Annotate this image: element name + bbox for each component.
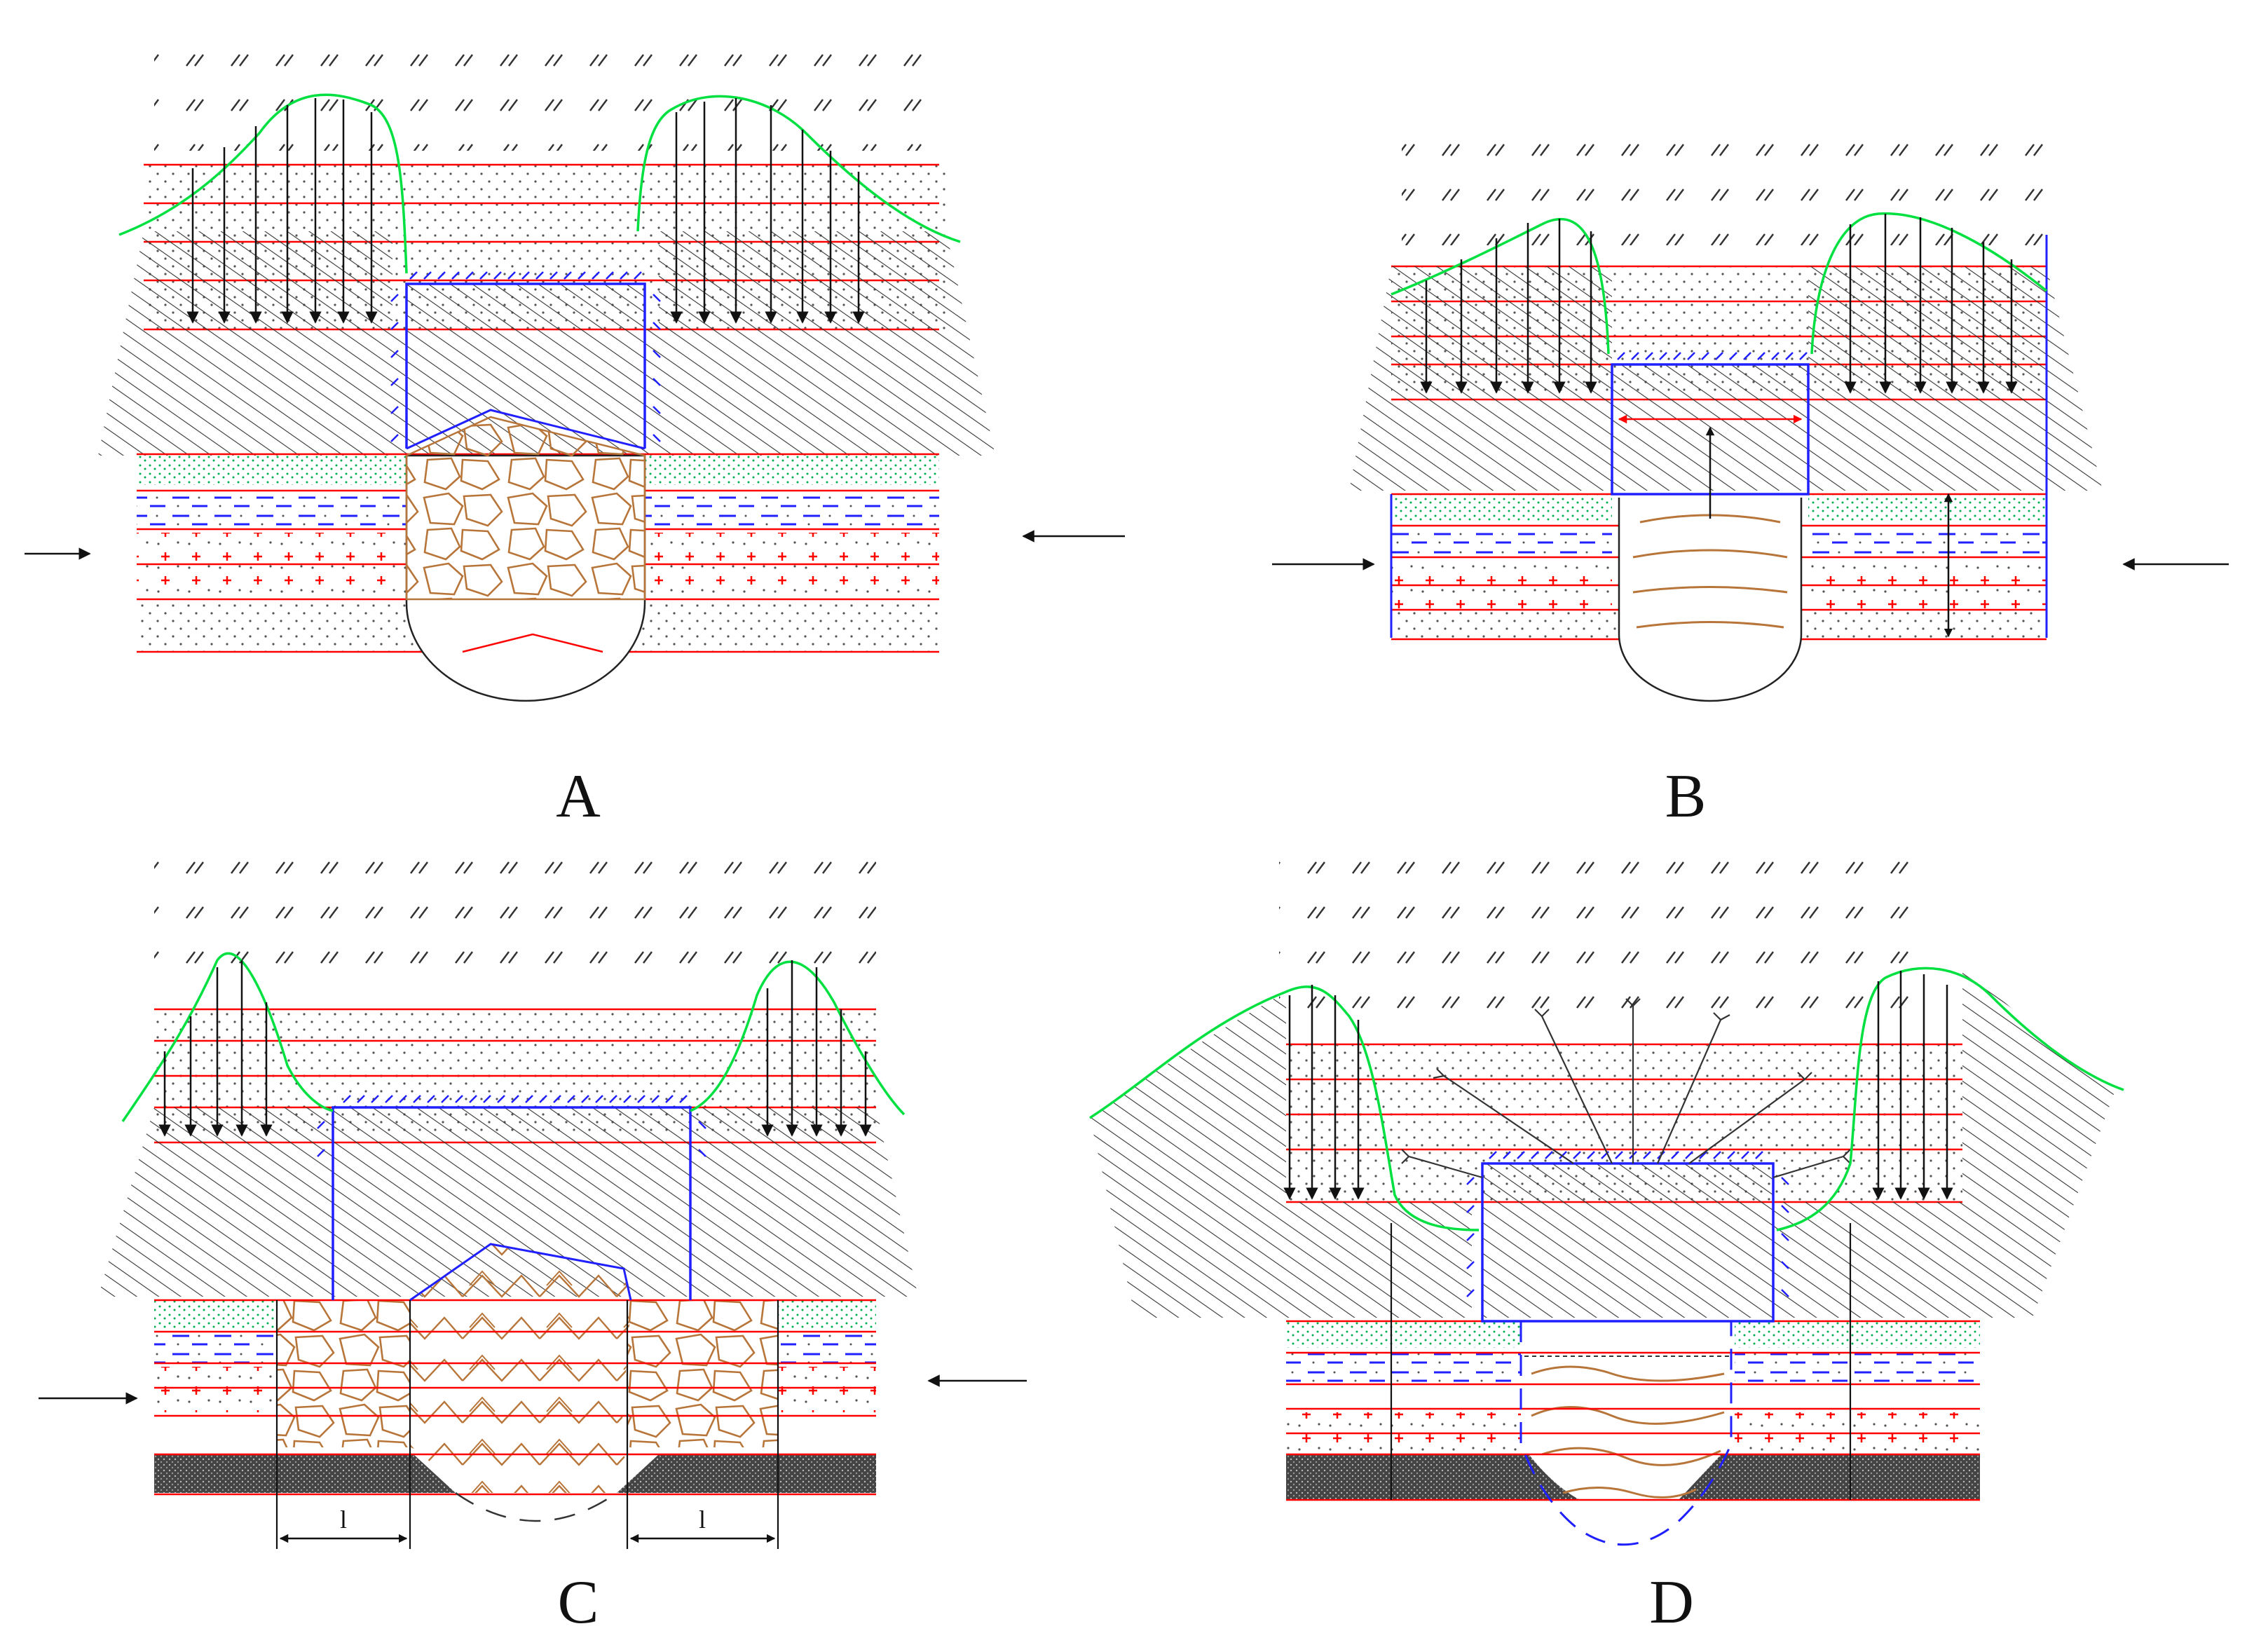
panel-label-d: D <box>1649 1569 1694 1637</box>
panel-c: l l C <box>39 841 1027 1637</box>
panel-d: D <box>1089 841 2124 1637</box>
panel-label-c: C <box>558 1569 599 1637</box>
dimension-label-left: l <box>340 1506 347 1534</box>
panel-a: A <box>25 39 1125 831</box>
panel-b: B <box>1272 133 2229 831</box>
panel-label-b: B <box>1665 763 1707 831</box>
dimension-label-right: l <box>699 1506 706 1534</box>
panel-label-a: A <box>556 763 601 831</box>
